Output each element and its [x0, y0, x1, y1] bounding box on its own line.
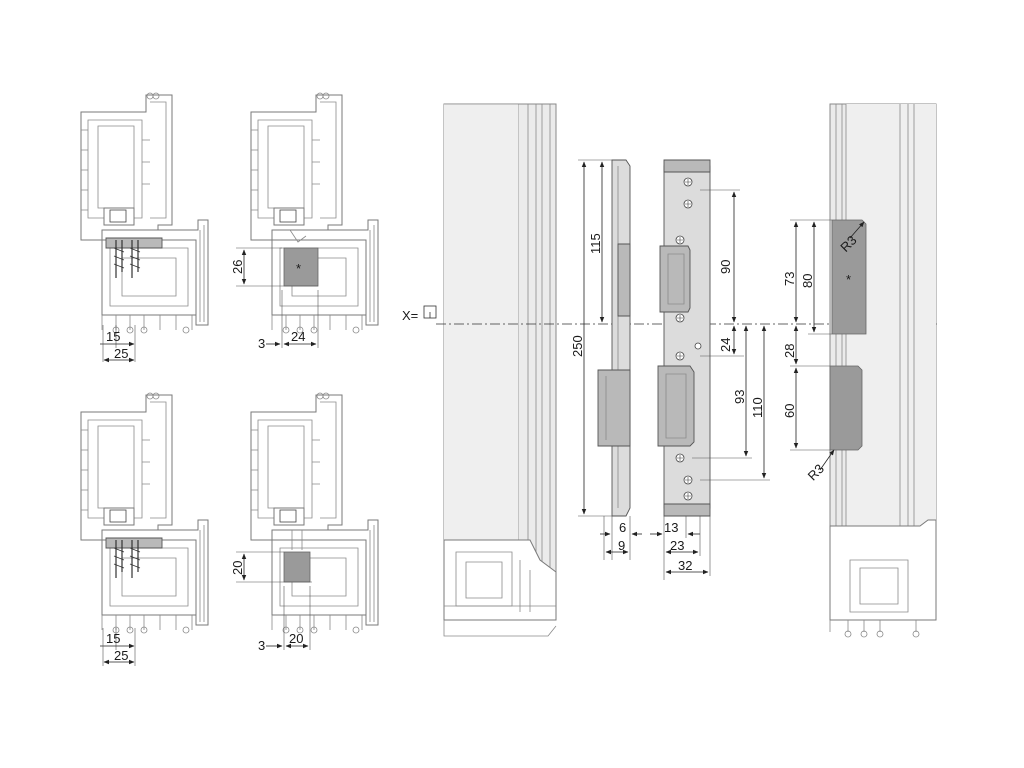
dimension-3: 3: [258, 290, 283, 351]
dim-label: 20: [230, 561, 245, 575]
screw-hole-icon: [675, 235, 685, 245]
dim-label: 13: [664, 520, 678, 535]
dimension-25: 25: [102, 325, 135, 363]
screw-hole-icon: [675, 453, 685, 463]
dim-label: 3: [258, 336, 265, 351]
dim-label: 26: [230, 260, 245, 274]
keeper-plate: [105, 237, 163, 249]
dim-label: 115: [588, 233, 603, 254]
dim-label: 23: [670, 538, 684, 553]
axis-label: X=: [402, 308, 418, 323]
dimension-115: 115: [588, 161, 605, 323]
dimension-24: 24: [700, 325, 744, 357]
dim-label: 73: [782, 272, 797, 286]
detail-top-right: *: [250, 92, 379, 334]
dimension-20-height: 20: [230, 551, 312, 583]
dim-label: 20: [289, 631, 303, 646]
screw-hole-icon: [675, 351, 685, 361]
pocket-marker: *: [846, 272, 851, 287]
dim-label: 3: [258, 638, 265, 653]
dimension-110: 110: [700, 325, 770, 481]
dim-label: 6: [619, 520, 626, 535]
dimension-23: 23: [665, 516, 701, 556]
dim-label: 93: [732, 390, 747, 404]
datum-square-icon: [423, 305, 437, 319]
dimension-80: 80: [800, 221, 832, 335]
keeper-pocket: [283, 247, 319, 287]
dimension-73: 73: [782, 219, 832, 323]
dim-label: 250: [570, 335, 585, 357]
screw-hole-icon: [675, 313, 685, 323]
routing-pocket-upper: [831, 219, 867, 335]
dimension-20-width: 20: [285, 586, 311, 650]
dimension-13: 13: [650, 516, 700, 580]
dimension-24: 24: [283, 290, 319, 348]
dim-label: 60: [782, 404, 797, 418]
dim-label: 80: [800, 274, 815, 288]
dim-label: 110: [750, 397, 765, 418]
routing-pocket-lower: [829, 365, 863, 451]
screw-hole-icon: [683, 199, 693, 209]
keeper-plate: [105, 537, 163, 549]
dimension-25: 25: [102, 628, 135, 666]
dim-label: 15: [106, 631, 120, 646]
dim-label: 32: [678, 558, 692, 573]
screw-hole-icon: [683, 491, 693, 501]
keeper-side-view: [597, 159, 631, 517]
dim-label: 9: [618, 538, 625, 553]
screw-icon: [129, 540, 141, 578]
screw-icon: [113, 240, 125, 278]
detail-top-left: [80, 92, 209, 334]
keeper-pocket: [283, 551, 311, 583]
dimension-26: 26: [230, 247, 318, 287]
dim-label: 25: [114, 648, 128, 663]
dimension-28: 28: [782, 325, 830, 367]
dimension-250: 250: [570, 159, 612, 517]
screw-icon: [129, 240, 141, 278]
dimension-90: 90: [700, 189, 740, 323]
detail-bottom-left: [80, 392, 209, 634]
dim-label: 90: [718, 260, 733, 274]
screw-hole-icon: [694, 342, 702, 350]
pocket-marker: *: [296, 261, 301, 276]
dim-label: 24: [718, 338, 733, 352]
dimension-9: 9: [603, 516, 629, 560]
detail-bottom-right: [250, 392, 379, 634]
dimension-93: 93: [692, 325, 752, 459]
dimension-3: 3: [258, 586, 285, 653]
dimension-60: 60: [782, 367, 830, 451]
screw-hole-icon: [683, 177, 693, 187]
screw-icon: [113, 540, 125, 578]
dimension-15: 15: [100, 628, 136, 666]
keeper-front-view: [657, 159, 711, 517]
dim-label: 15: [106, 329, 120, 344]
dimension-32: 32: [665, 516, 711, 576]
frame-elevation-right: *: [829, 103, 937, 638]
dim-label: 25: [114, 346, 128, 361]
dim-label: 28: [782, 344, 797, 358]
screw-hole-icon: [683, 475, 693, 485]
dim-label: 24: [291, 329, 305, 344]
dimension-15: 15: [100, 325, 136, 362]
frame-elevation-left: [443, 103, 557, 637]
